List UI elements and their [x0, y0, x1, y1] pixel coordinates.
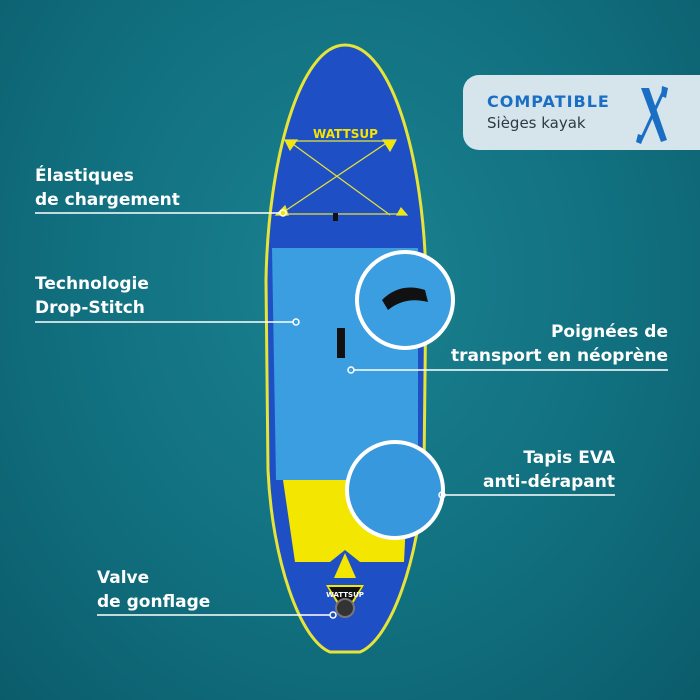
- eva-pad-closeup: [345, 440, 445, 540]
- bungee-cords: [274, 139, 409, 216]
- valve-brand: WATTSUP: [326, 591, 364, 599]
- carry-handle: [337, 328, 345, 358]
- badge-subtitle: Sièges kayak: [487, 114, 586, 132]
- kayak-paddle-icon: [636, 86, 668, 144]
- badge-title: COMPATIBLE: [487, 92, 610, 111]
- callout-lines: [35, 209, 668, 619]
- valve: [335, 598, 355, 618]
- compatibility-badge: COMPATIBLE Sièges kayak: [463, 75, 700, 150]
- board-brand: WATTSUP: [313, 127, 378, 141]
- handle-closeup: [355, 250, 455, 350]
- tail-triangle: [334, 553, 356, 578]
